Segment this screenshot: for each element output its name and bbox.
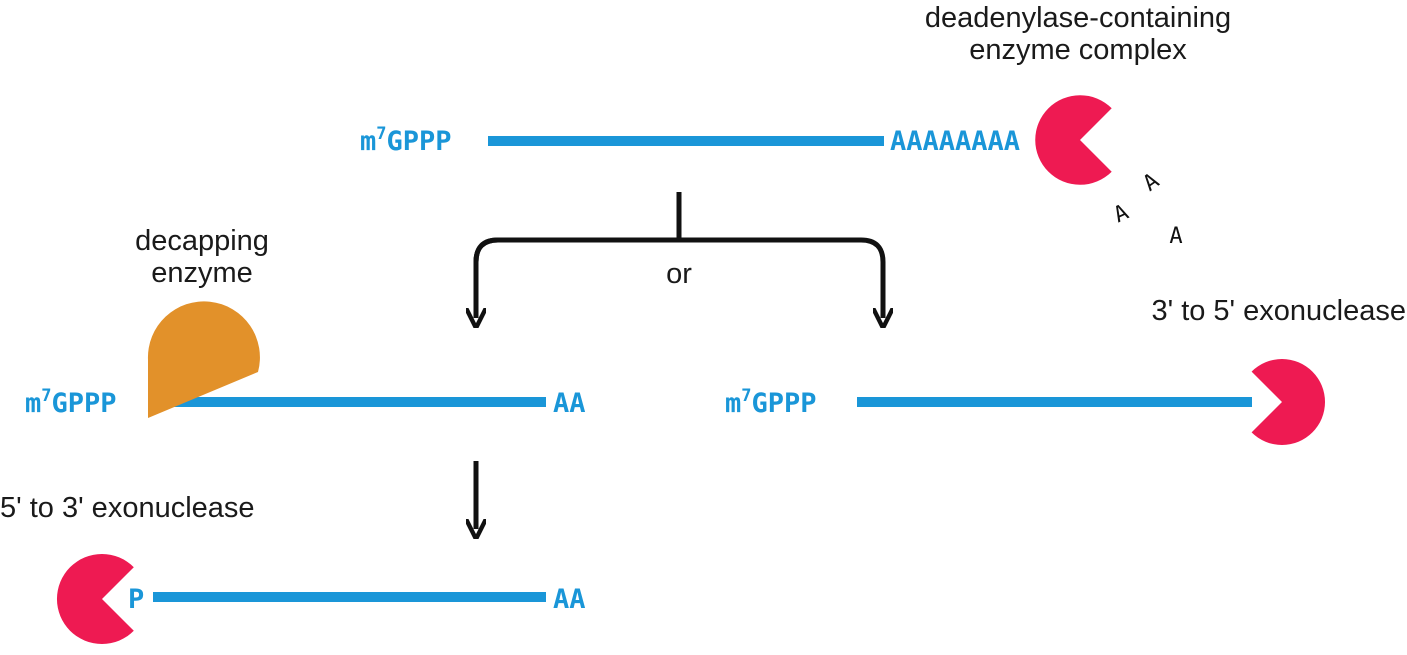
bottom-polya-tail: AA <box>553 584 586 615</box>
decapping-label-line2: enzyme <box>151 257 253 289</box>
released-a-2: A <box>1110 200 1133 228</box>
top-polya-tail: AAAAAAAA <box>890 126 1020 157</box>
exo-5to3-label: 5' to 3' exonuclease <box>0 492 255 524</box>
exonuclease-3to5-pacman-icon <box>1251 359 1326 445</box>
released-a-3: A <box>1169 224 1182 249</box>
right-cap: m7GPPP <box>725 386 817 419</box>
decapping-label-line1: decapping <box>135 225 269 257</box>
decapping-enzyme-icon <box>147 301 260 418</box>
deadenylase-label-line1: deadenylase-containing <box>925 2 1231 34</box>
left-polya-tail: AA <box>553 388 586 419</box>
right-mrna-strand <box>857 397 1252 407</box>
exo-3to5-label: 3' to 5' exonuclease <box>1151 295 1406 327</box>
released-a-1: A <box>1139 169 1164 197</box>
top-cap: m7GPPP <box>360 124 452 157</box>
bottom-mrna-strand <box>153 592 546 602</box>
exonuclease-5to3-pacman-icon <box>56 554 134 644</box>
deadenylase-label-line2: enzyme complex <box>969 34 1187 66</box>
left-cap: m7GPPP <box>25 386 117 419</box>
deadenylase-pacman-icon <box>1035 95 1112 185</box>
bottom-phosphate: P <box>128 584 144 615</box>
top-mrna-strand <box>488 136 884 146</box>
left-mrna-strand <box>170 397 546 407</box>
branch-left-arrow <box>476 237 679 318</box>
or-label: or <box>666 258 692 290</box>
